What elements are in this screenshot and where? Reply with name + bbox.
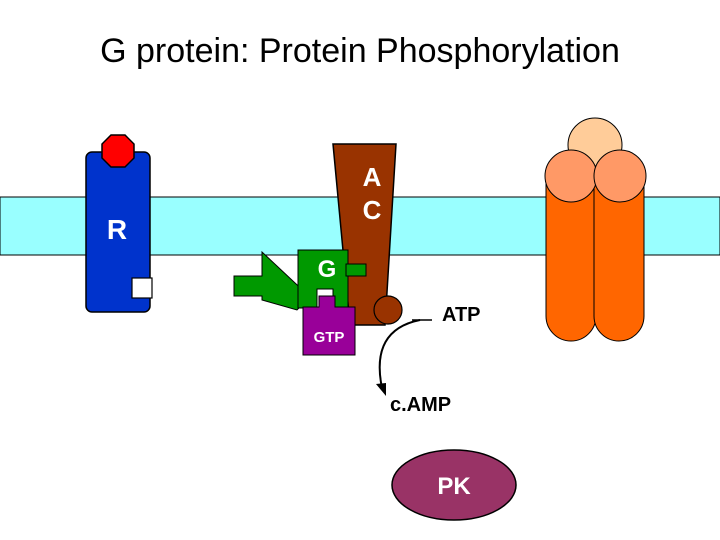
channel-right-top [593,149,647,203]
receptor-label: R [107,214,127,245]
protein-kinase-body [391,449,517,521]
channel-left-top [544,149,598,203]
camp-label: c.AMP [390,394,451,416]
atp-binding-site [373,295,403,325]
g-protein-label: G [318,256,337,283]
protein-kinase-label: PK [437,473,471,500]
adenylyl-cyclase: A C [332,143,403,326]
gtp: GTP [302,295,356,356]
protein-kinase: PK [391,449,517,521]
g-protein-tab [345,263,367,277]
atp-label: ATP [442,304,481,326]
receptor: R [85,134,153,313]
conversion-curve [378,319,421,389]
adenylyl-cyclase-label-a: A [363,162,382,192]
ion-channel [544,117,647,342]
slide-title: G protein: Protein Phosphorylation [100,32,620,70]
receptor-g-binding-notch [131,277,153,299]
g-protein-arrow [233,250,311,311]
ligand-octagon [101,134,135,168]
g-protein: G [233,249,367,311]
gtp-shape [302,295,356,356]
conversion-arrowhead [376,383,386,396]
adenylyl-cyclase-label-c: C [363,195,382,225]
atp-to-camp-arrow [376,319,432,396]
gtp-label: GTP [314,329,345,346]
